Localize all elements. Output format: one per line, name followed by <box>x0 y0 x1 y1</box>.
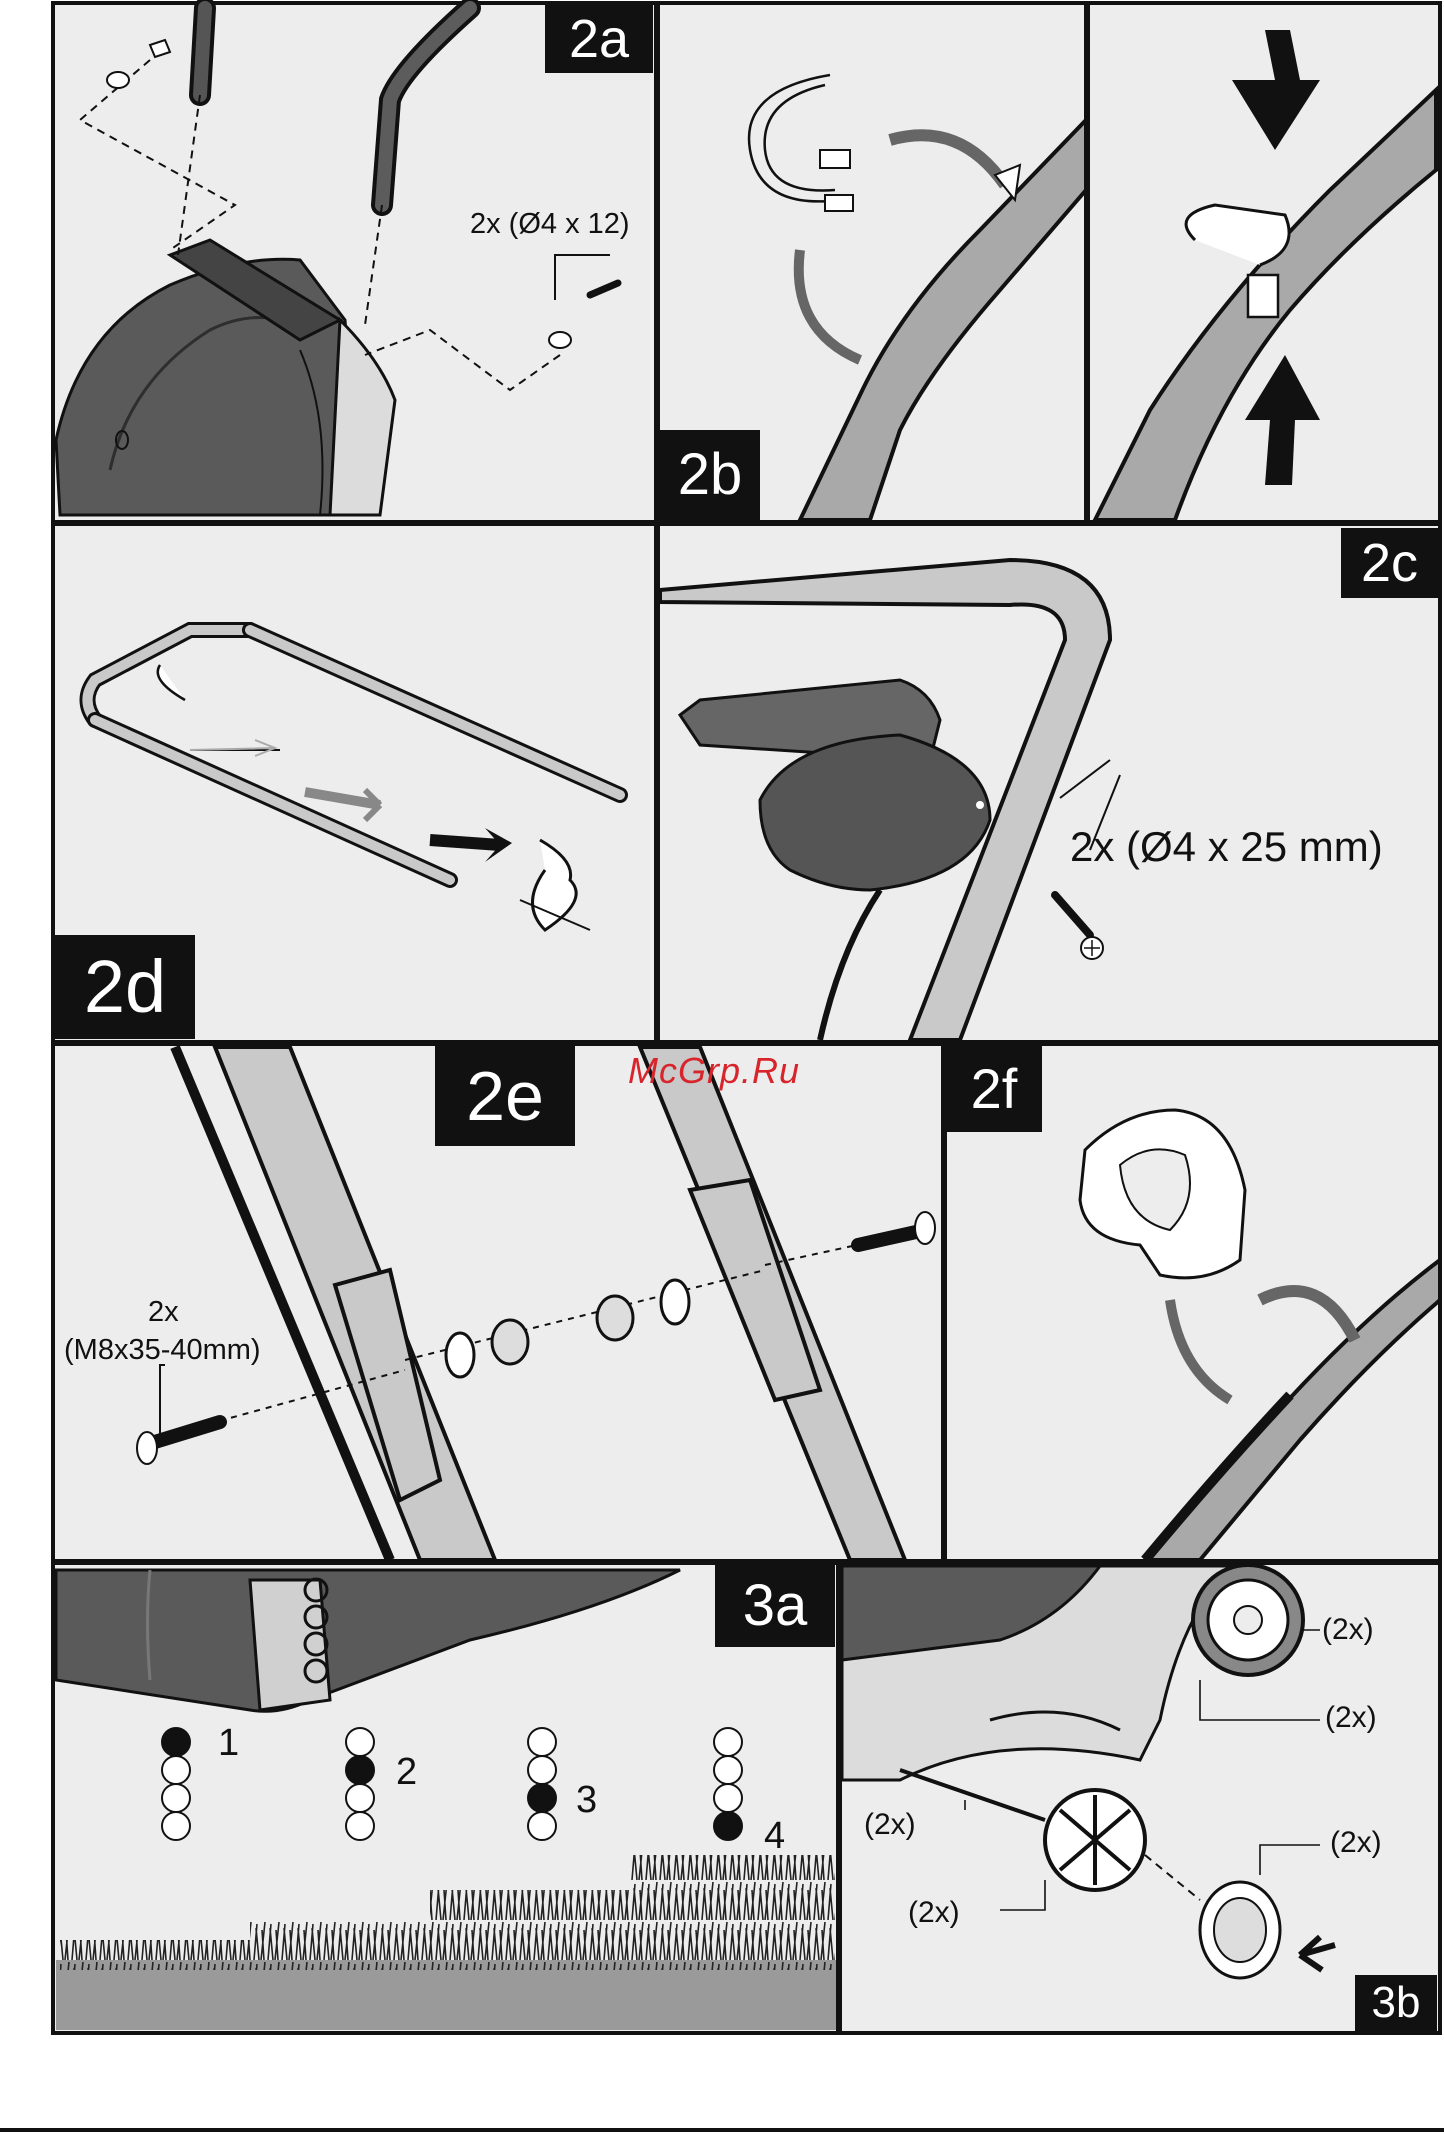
step-label-3a: 3a <box>715 1565 835 1647</box>
step-label-2e: 2e <box>435 1046 575 1146</box>
height-label-2: 2 <box>396 1753 417 1791</box>
screw-spec-2d: 2x (Ø4 x 25 mm) <box>1070 826 1383 868</box>
qty-label-wheel-front: (2x) <box>908 1898 960 1928</box>
step-label-2b: 2b <box>660 430 760 520</box>
qty-label-axle: (2x) <box>864 1810 916 1840</box>
screw-spec-2a: 2x (Ø4 x 12) <box>470 210 630 239</box>
watermark: McGrp.Ru <box>628 1050 800 1092</box>
height-label-4: 4 <box>764 1817 785 1855</box>
step-label-2d: 2d <box>55 935 195 1039</box>
height-label-3: 3 <box>576 1781 597 1819</box>
height-label-1: 1 <box>218 1724 239 1762</box>
step-label-2a: 2a <box>545 5 653 73</box>
bolt-qty-2e: 2x <box>148 1298 179 1327</box>
step-label-2f: 2f <box>946 1046 1042 1132</box>
qty-label-wheel: (2x) <box>1325 1703 1377 1733</box>
qty-label-wheel-cap: (2x) <box>1322 1615 1374 1645</box>
qty-label-hubcap: (2x) <box>1330 1828 1382 1858</box>
step-label-2c: 2c <box>1341 528 1438 598</box>
step-label-3b: 3b <box>1355 1975 1437 2031</box>
bolt-spec-2e: (M8x35-40mm) <box>64 1336 261 1365</box>
